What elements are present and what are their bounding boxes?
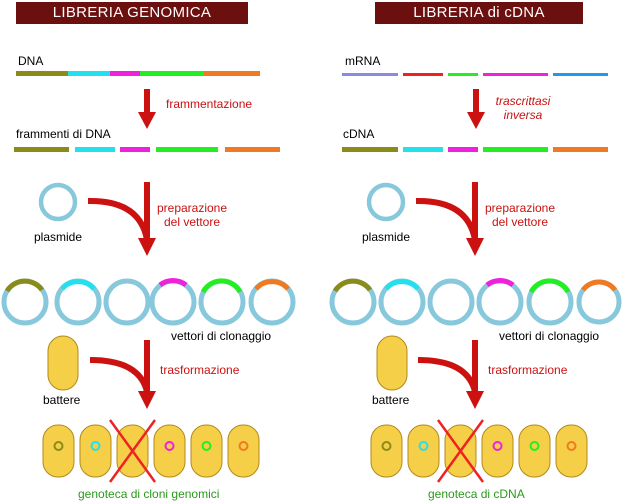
right-step2-label: preparazione del vettore <box>480 201 560 229</box>
right-step3-label: trasformazione <box>488 363 568 377</box>
right-result-label: genoteca di cDNA <box>428 487 525 501</box>
right-step2-line1: preparazione <box>484 201 556 215</box>
right-step2-line2: del vettore <box>491 215 549 229</box>
left-result-label: genoteca di cloni genomici <box>78 487 220 501</box>
left-arrow-vector-prep <box>87 182 156 256</box>
left-vectors-label: vettori di clonaggio <box>171 329 272 343</box>
left-cloning-vectors <box>1 278 296 326</box>
left-step2-line1: preparazione <box>156 201 228 215</box>
left-plasmid <box>38 182 78 222</box>
left-step2-label: preparazione del vettore <box>152 201 232 229</box>
left-step1-label: frammentazione <box>166 97 253 111</box>
right-clone-library <box>370 419 588 483</box>
right-arrow-vector-prep <box>415 182 484 256</box>
left-dna-strand <box>16 71 260 76</box>
right-arrow-reverse-transcription <box>467 89 485 129</box>
left-title: LIBRERIA GENOMICA <box>16 2 248 24</box>
right-bacterium <box>376 335 408 391</box>
left-arrow-fragmentation <box>138 89 156 129</box>
left-step3-label: trasformazione <box>160 363 240 377</box>
right-step1-line2: inversa <box>503 108 543 122</box>
right-step1-label: trascrittasi inversa <box>488 94 558 122</box>
right-bacteria-label: battere <box>372 393 410 407</box>
right-cdna-label: cDNA <box>343 127 375 141</box>
right-step1-line1: trascrittasi <box>495 94 551 108</box>
left-dna-label: DNA <box>18 54 44 68</box>
left-arrow-transformation <box>89 340 156 409</box>
right-mrna-label: mRNA <box>345 54 381 68</box>
left-clone-library <box>42 419 260 483</box>
right-plasmid-label: plasmide <box>362 230 411 244</box>
right-cloning-vectors <box>329 278 622 326</box>
right-vectors-label: vettori di clonaggio <box>499 329 600 343</box>
right-cdna-strand <box>342 147 608 152</box>
right-title: LIBRERIA di cDNA <box>375 2 583 24</box>
right-plasmid <box>366 182 406 222</box>
right-arrow-transformation <box>417 340 484 409</box>
left-fragments-label: frammenti di DNA <box>16 127 111 141</box>
left-bacterium <box>47 335 79 391</box>
left-step2-line2: del vettore <box>163 215 221 229</box>
right-mrna-strand <box>342 73 608 76</box>
left-dna-fragments <box>14 147 280 152</box>
left-plasmid-label: plasmide <box>34 230 83 244</box>
left-bacteria-label: battere <box>43 393 81 407</box>
